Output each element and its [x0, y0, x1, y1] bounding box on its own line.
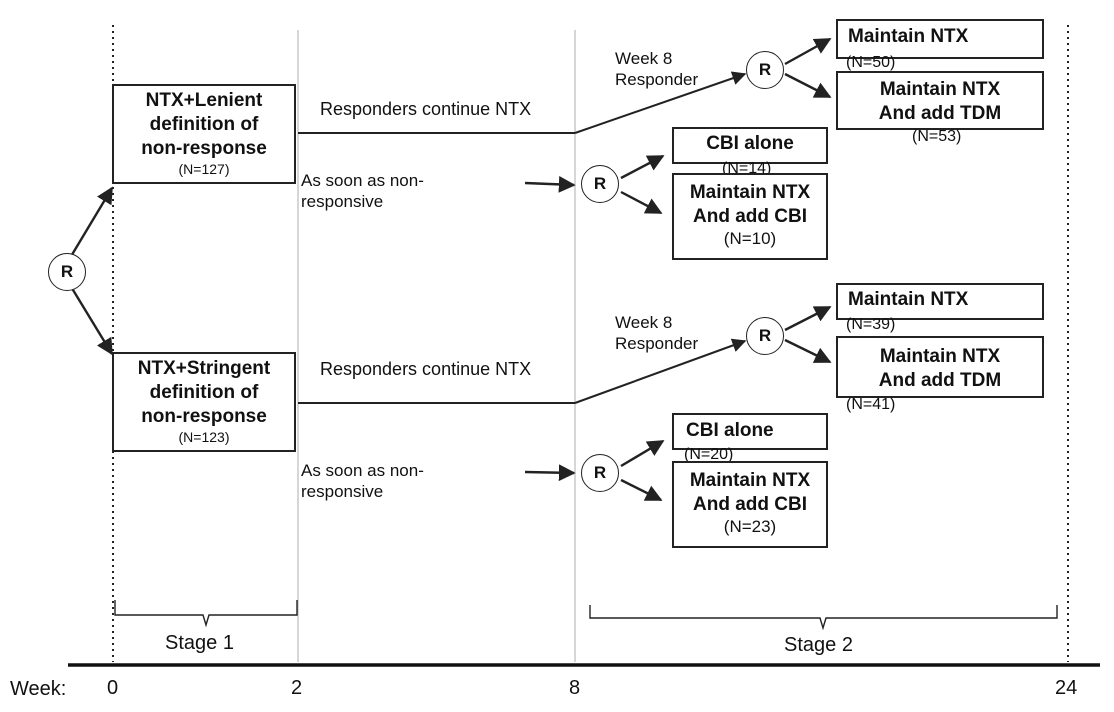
stringent-responders-label: Responders continue NTX: [320, 359, 532, 379]
stringent-week8-line1: Week 8: [615, 313, 673, 332]
lenient-cbi-alone-label: CBI alone: [706, 133, 794, 154]
lenient-nonresponder-arrow: [524, 175, 576, 193]
week-axis-label: Week:: [10, 678, 67, 700]
stringent-add-cbi-count: (N=23): [723, 517, 777, 536]
lenient-cbi-alone-count: (N=14): [722, 160, 772, 177]
lenient-add-cbi-box: Maintain NTX And add CBI (N=10): [672, 173, 828, 260]
stringent-nonresponder-arrow: [524, 464, 576, 482]
lenient-add-tdm-line1: Maintain NTX: [879, 79, 1001, 100]
stringent-arm-box: NTX+Stringent definition of non-response…: [112, 352, 296, 452]
stringent-week8-line2: Responder: [615, 334, 699, 353]
stringent-nonresponsive-line1: As soon as non-: [301, 461, 424, 480]
lenient-arm-box: NTX+Lenient definition of non-response (…: [112, 84, 296, 184]
stage2-brace: [589, 605, 1058, 631]
stringent-arm-line1: NTX+Stringent: [137, 358, 271, 379]
lenient-week8-line2: Responder: [615, 70, 699, 89]
lenient-nr-arrow-2: [620, 190, 663, 215]
lenient-maintain-ntx-box: Maintain NTX: [836, 19, 1044, 59]
stringent-arm-line3: non-response: [141, 406, 267, 427]
lenient-rr-arrow-2: [784, 72, 832, 99]
lenient-maintain-ntx-count: (N=50): [846, 54, 896, 71]
stringent-add-cbi-line1: Maintain NTX: [689, 470, 811, 491]
stringent-cbi-alone-count: (N=20): [684, 446, 734, 463]
lenient-arm-line3: non-response: [141, 138, 267, 159]
lenient-add-cbi-count: (N=10): [723, 229, 777, 248]
stringent-nr-arrow-2: [620, 478, 663, 502]
stringent-maintain-ntx-box: Maintain NTX: [836, 283, 1044, 320]
lenient-maintain-ntx-label: Maintain NTX: [848, 26, 969, 47]
lenient-rr-arrow-1: [784, 37, 832, 66]
lenient-responders-label: Responders continue NTX: [320, 99, 532, 119]
week-tick-24: 24: [1055, 677, 1078, 699]
stage2-label: Stage 2: [784, 634, 853, 656]
stringent-arm-count: (N=123): [178, 429, 230, 445]
lenient-arm-line1: NTX+Lenient: [145, 90, 263, 111]
stringent-responder-arrow: [574, 338, 747, 404]
lenient-week8-label: Week 8 Responder: [615, 48, 698, 90]
stringent-add-cbi-line2: And add CBI: [693, 494, 807, 515]
stringent-cbi-alone-label: CBI alone: [686, 420, 774, 441]
stringent-cbi-alone-box: CBI alone: [672, 413, 828, 450]
stringent-maintain-ntx-label: Maintain NTX: [848, 289, 969, 310]
stringent-responder-randomization-node: R: [746, 317, 784, 355]
stringent-rr-arrow-1: [784, 305, 832, 332]
lenient-add-cbi-line2: And add CBI: [693, 206, 807, 227]
lenient-add-cbi-line1: Maintain NTX: [689, 182, 811, 203]
stringent-arm-line2: definition of: [149, 382, 259, 403]
lenient-nr-arrow-1: [620, 154, 665, 180]
lenient-cbi-alone-box: CBI alone: [672, 127, 828, 164]
stringent-nonresponsive-label: As soon as non- responsive: [301, 460, 424, 502]
stringent-add-tdm-line1: Maintain NTX: [879, 346, 1001, 367]
week-tick-0: 0: [107, 677, 119, 699]
lenient-week8-line1: Week 8: [615, 49, 673, 68]
stringent-add-tdm-box: Maintain NTX And add TDM: [836, 336, 1044, 398]
stringent-week8-label: Week 8 Responder: [615, 312, 698, 354]
lenient-nonresponder-randomization-node: R: [581, 165, 619, 203]
stringent-nonresponder-randomization-node: R: [581, 454, 619, 492]
lenient-nonresponsive-line2: responsive: [301, 192, 384, 211]
stringent-nr-arrow-1: [620, 439, 665, 468]
lenient-add-tdm-line2: And add TDM: [878, 103, 1002, 124]
stringent-rr-arrow-2: [784, 338, 832, 364]
stringent-nonresponsive-line2: responsive: [301, 482, 384, 501]
week-tick-2: 2: [291, 677, 303, 699]
lenient-responder-randomization-node: R: [746, 51, 784, 89]
stage1-label: Stage 1: [165, 632, 234, 654]
stringent-maintain-ntx-count: (N=39): [846, 316, 896, 333]
stringent-add-cbi-box: Maintain NTX And add CBI (N=23): [672, 461, 828, 548]
arrow-to-lenient: [68, 186, 114, 259]
initial-randomization-node: R: [48, 253, 86, 291]
lenient-add-tdm-count: (N=53): [912, 128, 962, 145]
week-tick-8: 8: [569, 677, 581, 699]
stringent-add-tdm-line2: And add TDM: [878, 370, 1002, 391]
arrow-to-stringent: [68, 284, 114, 356]
stringent-add-tdm-count: (N=41): [846, 396, 896, 413]
lenient-arm-line2: definition of: [149, 114, 259, 135]
stage1-brace: [114, 600, 298, 628]
lenient-arm-count: (N=127): [178, 161, 230, 177]
lenient-nonresponsive-line1: As soon as non-: [301, 171, 424, 190]
lenient-responder-arrow: [574, 71, 747, 134]
lenient-nonresponsive-label: As soon as non- responsive: [301, 170, 424, 212]
lenient-add-tdm-box: Maintain NTX And add TDM: [836, 71, 1044, 130]
